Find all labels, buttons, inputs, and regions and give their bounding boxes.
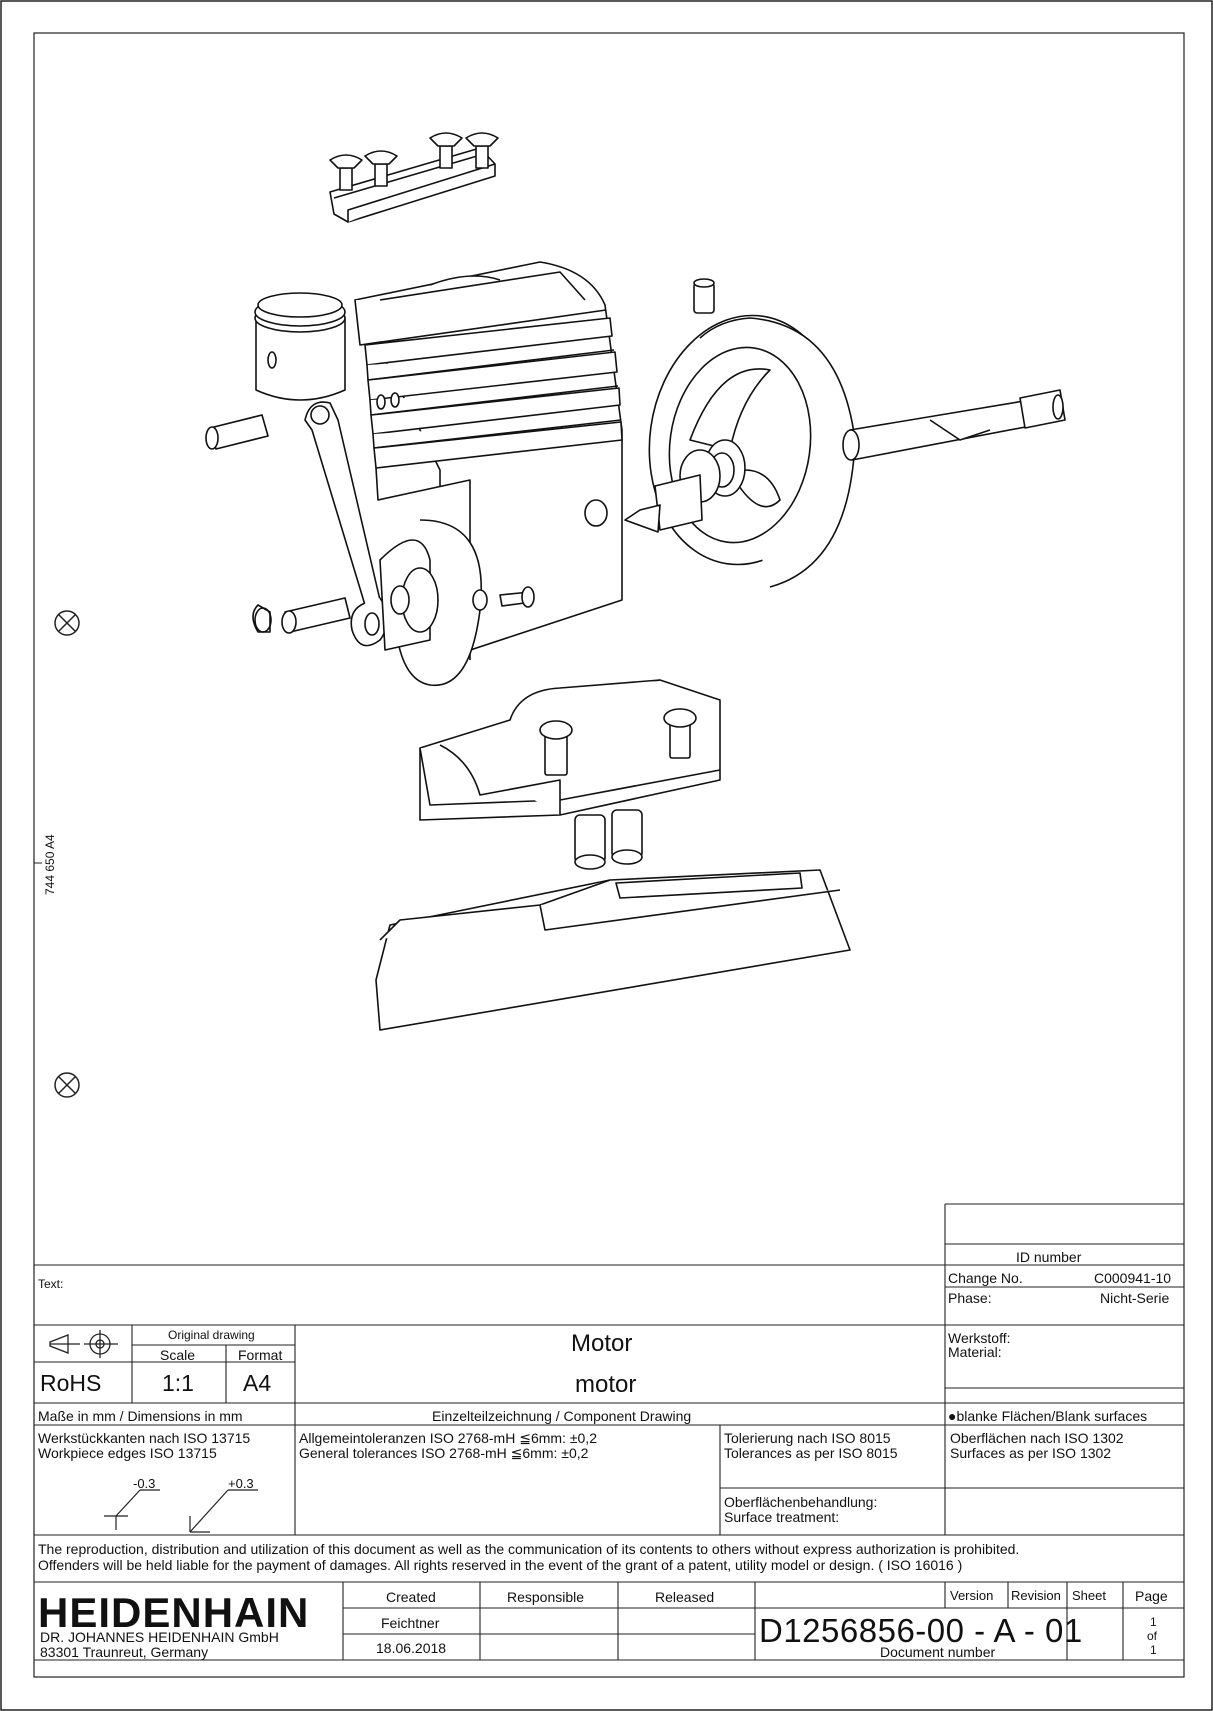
surf-de: Oberflächen nach ISO 1302 [950,1430,1124,1446]
version-label: Version [950,1588,994,1603]
title-en: motor [575,1371,637,1398]
page-number: 1 [1150,1615,1157,1629]
legal-line-1: The reproduction, distribution and utili… [38,1541,1020,1557]
crankshaft [842,389,1066,461]
phase-label: Phase: [948,1290,992,1306]
piston [254,292,346,401]
dimensions-label: Maße in mm / Dimensions in mm [38,1408,243,1424]
edge-plus: +0.3 [228,1476,254,1491]
motor-illustration [205,132,1066,1031]
material-label: Material: [948,1344,1002,1360]
connecting-rod [304,401,389,647]
legal-line-2: Offenders will be held liable for the pa… [38,1557,963,1573]
created-label: Created [386,1589,436,1605]
document-number-label: Document number [880,1644,996,1660]
drawing-type: Einzelteilzeichnung / Component Drawing [432,1408,692,1424]
base [375,869,851,1031]
sheet-label: Sheet [1072,1588,1106,1603]
edges-de: Werkstückkanten nach ISO 13715 [38,1430,251,1446]
text-label: Text: [38,1277,64,1291]
change-no-value: C000941-10 [1094,1270,1172,1286]
surf-en: Surfaces as per ISO 1302 [950,1445,1112,1461]
registration-mark-icon [54,1072,80,1098]
rohs-label: RoHS [40,1370,102,1396]
page-of: of [1147,1629,1158,1643]
title-block-lines [34,1203,1184,1661]
set-screw [693,278,715,314]
tol-general-en: General tolerances ISO 2768-mH ≦6mm: ±0,… [299,1445,589,1461]
title-de: Motor [571,1330,633,1357]
projection-symbol-icon [49,1330,118,1358]
bearing-block [419,679,721,870]
responsible-label: Responsible [507,1589,585,1605]
top-cover-plate [329,132,499,223]
tol-iso8015-en: Tolerances as per ISO 8015 [724,1445,898,1461]
format-value: A4 [243,1370,272,1396]
crank-pin [252,597,351,634]
scale-label: Scale [160,1347,196,1363]
tol-iso8015-de: Tolerierung nach ISO 8015 [724,1430,891,1446]
released-label: Released [655,1589,715,1605]
page-total: 1 [1150,1643,1157,1657]
revision-label: Revision [1011,1588,1061,1603]
edges-en: Workpiece edges ISO 13715 [38,1445,217,1461]
created-by: Feichtner [381,1615,440,1631]
edge-minus: -0.3 [133,1476,156,1491]
blank-surfaces: ●blanke Flächen/Blank surfaces [948,1408,1148,1424]
id-number-label: ID number [1016,1249,1082,1265]
company-address: 83301 Traunreut, Germany [40,1644,209,1660]
original-drawing-label: Original drawing [168,1328,255,1342]
heidenhain-logo: HEIDENHAIN [38,1589,310,1636]
phase-value: Nicht-Serie [1100,1290,1170,1306]
tol-general-de: Allgemeintoleranzen ISO 2768-mH ≦6mm: ±0… [299,1430,597,1446]
wrist-pin [205,414,269,450]
page-label: Page [1135,1588,1168,1604]
document-number: D1256856-00 - A - 01 [759,1612,1083,1649]
flywheel [624,314,856,588]
werkstoff-label: Werkstoff: [948,1330,1011,1346]
created-date: 18.06.2018 [376,1640,447,1656]
company-name: DR. JOHANNES HEIDENHAIN GmbH [40,1629,279,1645]
crank-disc [379,519,535,687]
registration-mark-icon [54,610,80,636]
side-label: 744 650 A4 [43,834,57,895]
surf-treat-de: Oberflächenbehandlung: [724,1494,878,1510]
format-label: Format [238,1347,283,1363]
edge-symbol-icon [104,1489,258,1533]
change-no-label: Change No. [948,1270,1023,1286]
surf-treat-en: Surface treatment: [724,1509,840,1525]
scale-value: 1:1 [162,1370,194,1396]
